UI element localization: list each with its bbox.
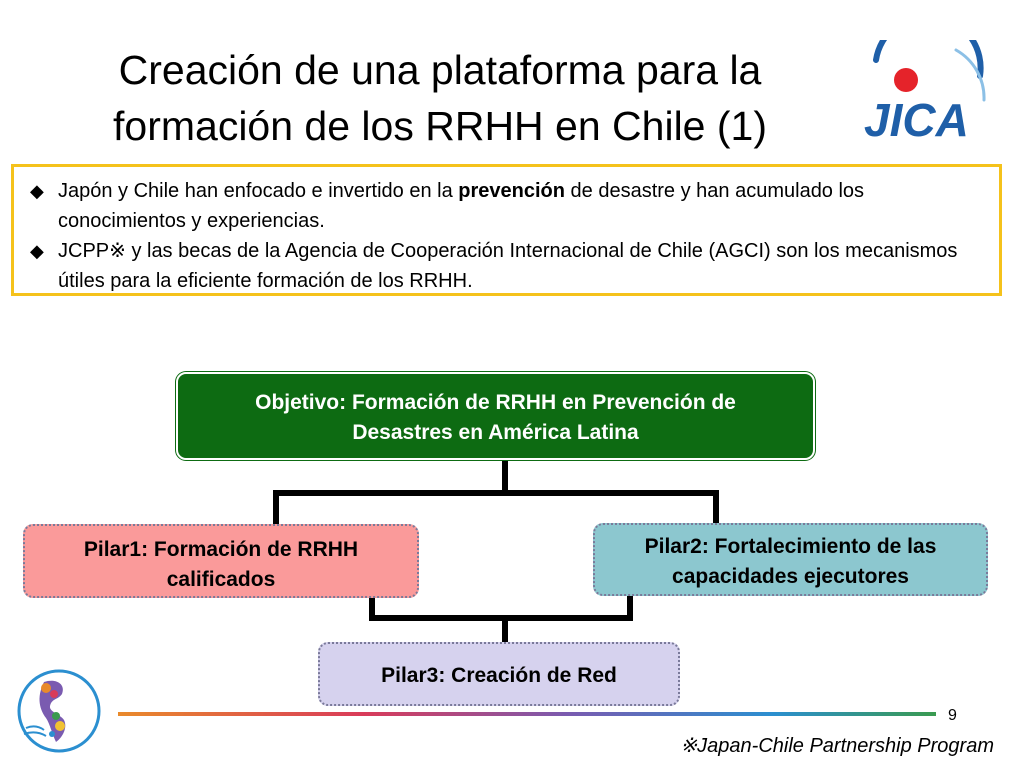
svg-text:JICA: JICA [864,94,969,146]
diamond-bullet-icon: ◆ [30,181,44,201]
slide-title: Creación de una plataforma para la forma… [40,42,840,154]
pillar-2-line-1: Pilar2: Fortalecimiento de las [644,535,937,558]
bullet-item: ◆ Japón y Chile han enfocado e invertido… [28,176,985,236]
footer-divider [118,712,936,716]
jica-logo: JICA [864,40,986,146]
pillar-1-line-1: Pilar1: Formación de RRHH [83,538,359,561]
objective-line-1: Objetivo: Formación de RRHH en Prevenció… [255,391,736,414]
page-number: 9 [948,707,957,724]
bullet-text-continued: de desastre y han acumulado los conocimi… [58,180,865,232]
pillar-1-box: Pilar1: Formación de RRHH calificados [23,524,419,598]
pillar-1-line-2: calificados [166,568,276,591]
footnote: ※Japan-Chile Partnership Program [680,735,994,757]
bullet-text: JCPP※ y las becas de la Agencia de Coope… [58,240,958,292]
bullet-text: Japón y Chile han enfocado e invertido e… [58,180,459,202]
objective-line-2: Desastres en América Latina [352,421,639,444]
title-line-1: Creación de una plataforma para la [118,47,762,93]
pillar-3-label: Pilar3: Creación de Red [381,664,617,687]
bullet-item: ◆ JCPP※ y las becas de la Agencia de Coo… [28,236,985,296]
title-line-2: formación de los RRHH en Chile (1) [113,103,767,149]
objective-box: Objetivo: Formación de RRHH en Prevenció… [176,372,815,460]
diamond-bullet-icon: ◆ [30,241,44,261]
pillar-3-box: Pilar3: Creación de Red [318,642,680,706]
bullet-bold-word: prevención [458,180,565,202]
pillar-2-line-2: capacidades ejecutores [672,565,909,588]
americas-globe-icon [17,669,101,753]
pillar-2-box: Pilar2: Fortalecimiento de las capacidad… [593,523,988,596]
key-points-box: ◆ Japón y Chile han enfocado e invertido… [11,164,1002,296]
